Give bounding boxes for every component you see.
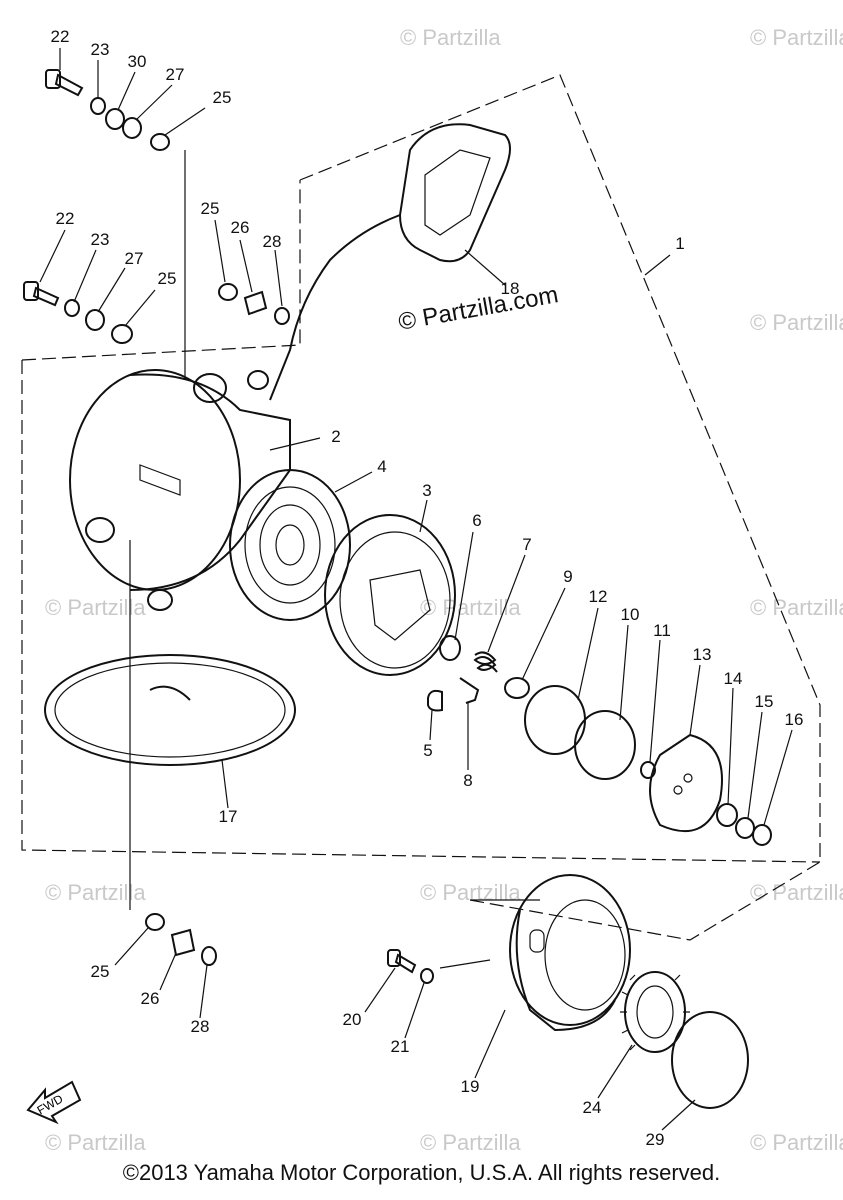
spring-7 [473,651,498,673]
washer-21 [420,968,434,984]
nut-25-left [111,324,133,344]
rope-pulley [324,514,456,676]
washer-28-bottom [201,946,217,966]
callouts: 22 23 30 27 25 22 23 27 25 25 26 28 18 1… [51,27,804,1149]
callout-1: 1 [675,234,684,253]
callout-10: 10 [621,605,640,624]
callout-28: 28 [191,1017,210,1036]
collar-26-top [243,290,268,316]
nut-25-top [150,133,170,151]
callout-8: 8 [463,771,472,790]
watermark: © Partzilla [45,595,146,620]
washer-6 [439,635,461,661]
callout-20: 20 [343,1010,362,1029]
starter-case [69,369,291,611]
watermark: © Partzilla [750,595,843,620]
washer-27-top [122,117,142,139]
watermark: © Partzilla [750,310,843,335]
callout-27: 27 [166,65,185,84]
callout-4: 4 [377,457,386,476]
callout-23: 23 [91,230,110,249]
callout-3: 3 [422,481,431,500]
nut-25-right [218,283,238,301]
nut-16 [752,824,772,846]
callout-21: 21 [391,1037,410,1056]
pawl-5 [427,689,443,712]
plate-13 [649,733,723,833]
watermark: © Partzilla [750,25,843,50]
spring-8 [459,677,480,704]
callout-29: 29 [646,1130,665,1149]
starter-handle [269,123,511,401]
callout-27: 27 [125,249,144,268]
washer-15 [735,817,755,839]
washer-27-left [85,309,105,331]
center-watermark: © Partzilla.com [396,281,560,336]
watermark: © Partzilla [420,880,521,905]
recoil-spring [229,469,351,621]
callout-16: 16 [785,710,804,729]
callout-25: 25 [201,199,220,218]
callout-28: 28 [263,232,282,251]
callout-25: 25 [158,269,177,288]
watermark: © Partzilla [750,1130,843,1155]
collar-26-bottom [170,928,196,957]
watermark: © Partzilla [420,595,521,620]
callout-2: 2 [331,427,340,446]
clip-9 [504,677,530,699]
callout-26: 26 [141,989,160,1008]
starter-cup [509,874,631,1032]
copyright-notice: ©2013 Yamaha Motor Corporation, U.S.A. A… [122,1160,721,1185]
washer-14 [716,803,738,827]
callout-12: 12 [589,587,608,606]
washer-23-left [64,299,80,317]
watermark: © Partzilla [400,25,501,50]
callout-19: 19 [461,1077,480,1096]
fwd-arrow: FWD [26,1080,82,1125]
callout-30: 30 [128,52,147,71]
bolt-22-top [45,69,84,97]
washer-23-top [90,97,106,115]
callout-18: 18 [501,279,520,298]
watermark: © Partzilla [750,880,843,905]
callout-25: 25 [91,962,110,981]
callout-14: 14 [724,669,743,688]
callout-6: 6 [472,511,481,530]
leader-lines [39,48,793,1131]
callout-7: 7 [522,535,531,554]
washer-11 [640,761,656,779]
bolt-22-left [23,281,60,307]
callout-9: 9 [563,567,572,586]
nut-25-bottom [145,913,165,931]
callout-22: 22 [51,27,70,46]
watermark: © Partzilla [45,880,146,905]
callout-13: 13 [693,645,712,664]
assembly-boundary [21,74,821,941]
callout-26: 26 [231,218,250,237]
starter-rope [44,654,296,766]
watermark: © Partzilla [45,1130,146,1155]
callout-23: 23 [91,40,110,59]
watermark: © Partzilla [420,1130,521,1155]
callout-25: 25 [213,88,232,107]
callout-24: 24 [583,1098,602,1117]
plate-10 [574,710,636,780]
plate-29 [671,1011,749,1109]
callout-22: 22 [56,209,75,228]
gear-24 [620,971,690,1053]
washer-28-top [274,307,290,325]
callout-5: 5 [423,741,432,760]
callout-11: 11 [653,621,671,640]
bolt-20 [387,949,417,974]
callout-15: 15 [755,692,774,711]
washer-30 [105,108,125,130]
callout-17: 17 [219,807,238,826]
